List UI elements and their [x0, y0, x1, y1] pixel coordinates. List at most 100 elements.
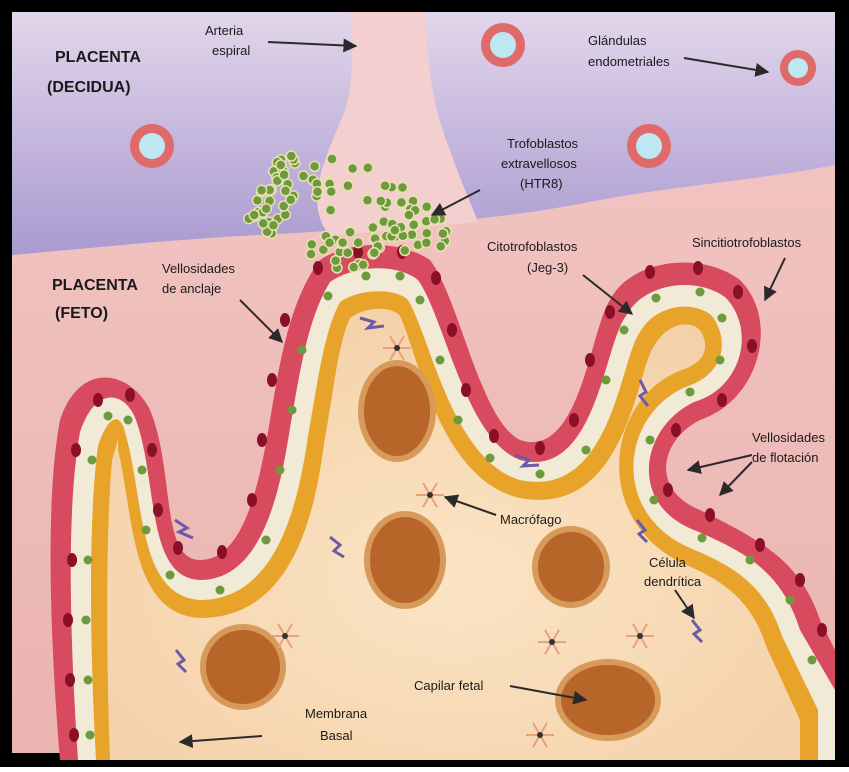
region-decidua-line1: PLACENTA	[55, 49, 141, 66]
cytotrophoblast-cell	[650, 496, 659, 505]
fetal-capillary	[367, 514, 443, 606]
syncytium-nucleus	[569, 413, 579, 427]
syncytium-nucleus	[69, 728, 79, 742]
cytotrophoblast-cell	[416, 296, 425, 305]
region-feto-line1: PLACENTA	[52, 277, 138, 294]
trophoblast-cell	[358, 260, 368, 270]
syncytium-nucleus	[65, 673, 75, 687]
trophoblast-cell	[348, 164, 358, 174]
trophoblast-cell	[258, 218, 268, 228]
label-anclaje-1: Vellosidades	[162, 261, 235, 276]
syncytium-nucleus	[645, 265, 655, 279]
label-capilar: Capilar fetal	[414, 678, 483, 693]
label-flotacion-2: de flotación	[752, 450, 819, 465]
gland	[627, 124, 671, 168]
cytotrophoblast-cell	[808, 656, 817, 665]
trophoblast-cell	[326, 205, 336, 215]
label-dendritica-2: dendrítica	[644, 574, 702, 589]
trophoblast-cell	[353, 238, 363, 248]
trophoblast-cell	[396, 197, 406, 207]
syncytium-nucleus	[747, 339, 757, 353]
syncytium-nucleus	[671, 423, 681, 437]
syncytium-nucleus	[173, 541, 183, 555]
trophoblast-cell	[422, 202, 432, 212]
cytotrophoblast-cell	[166, 571, 175, 580]
trophoblast-cell	[390, 225, 400, 235]
cytotrophoblast-cell	[716, 356, 725, 365]
syncytium-nucleus	[257, 433, 267, 447]
cytotrophoblast-cell	[84, 556, 93, 565]
trophoblast-cell	[338, 238, 348, 248]
label-arteria-1: Arteria	[205, 23, 244, 38]
fetal-capillary	[203, 627, 283, 707]
syncytium-nucleus	[217, 545, 227, 559]
label-citotrofoblastos-1: Citotrofoblastos	[487, 239, 578, 254]
syncytium-nucleus	[431, 271, 441, 285]
syncytium-nucleus	[153, 503, 163, 517]
trophoblast-cell	[363, 163, 373, 173]
trophoblast-cell	[310, 161, 320, 171]
cytotrophoblast-cell	[786, 596, 795, 605]
syncytium-nucleus	[67, 553, 77, 567]
trophoblast-cell	[369, 248, 379, 258]
syncytium-nucleus	[605, 305, 615, 319]
syncytium-nucleus	[705, 508, 715, 522]
label-citotrofoblastos-2: (Jeg-3)	[527, 260, 568, 275]
cytotrophoblast-cell	[124, 416, 133, 425]
gland	[481, 23, 525, 67]
cytotrophoblast-cell	[142, 526, 151, 535]
label-glandulas-2: endometriales	[588, 54, 670, 69]
cytotrophoblast-cell	[324, 292, 333, 301]
trophoblast-cell	[376, 196, 386, 206]
syncytium-nucleus	[93, 393, 103, 407]
cytotrophoblast-cell	[288, 406, 297, 415]
trophoblast-cell	[325, 238, 335, 248]
cytotrophoblast-cell	[686, 388, 695, 397]
trophoblast-cell	[331, 256, 341, 266]
trophoblast-cell	[345, 227, 355, 237]
trophoblast-cell	[313, 187, 323, 197]
trophoblast-cell	[438, 229, 448, 239]
syncytium-nucleus	[663, 483, 673, 497]
cytotrophoblast-cell	[536, 470, 545, 479]
cytotrophoblast-cell	[486, 454, 495, 463]
trophoblast-cell	[268, 220, 278, 230]
label-flotacion-1: Vellosidades	[752, 430, 825, 445]
cytotrophoblast-cell	[602, 376, 611, 385]
cytotrophoblast-cell	[82, 616, 91, 625]
syncytium-nucleus	[147, 443, 157, 457]
syncytium-nucleus	[585, 353, 595, 367]
trophoblast-cell	[261, 204, 271, 214]
cytotrophoblast-cell	[104, 412, 113, 421]
cytotrophoblast-cell	[646, 436, 655, 445]
trophoblast-cell	[286, 195, 296, 205]
trophoblast-cell	[363, 195, 373, 205]
trophoblast-cell	[430, 214, 440, 224]
trophoblast-cell	[343, 248, 353, 258]
cytotrophoblast-cell	[88, 456, 97, 465]
label-sincitiotrofoblastos: Sincitiotrofoblastos	[692, 235, 802, 250]
trophoblast-cell	[422, 228, 432, 238]
syncytium-nucleus	[267, 373, 277, 387]
trophoblast-cell	[286, 151, 296, 161]
syncytium-nucleus	[247, 493, 257, 507]
syncytium-nucleus	[447, 323, 457, 337]
syncytium-nucleus	[733, 285, 743, 299]
cytotrophoblast-cell	[698, 534, 707, 543]
trophoblast-cell	[299, 171, 309, 181]
label-membrana-2: Basal	[320, 728, 353, 743]
trophoblast-cell	[327, 154, 337, 164]
cytotrophoblast-cell	[86, 731, 95, 740]
trophoblast-cell	[380, 181, 390, 191]
region-decidua-line2: (DECIDUA)	[47, 79, 131, 96]
trophoblast-cell	[400, 246, 410, 256]
trophoblast-cell	[276, 160, 286, 170]
label-trofoblastos-1: Trofoblastos	[507, 136, 579, 151]
cytotrophoblast-cell	[436, 356, 445, 365]
syncytium-nucleus	[461, 383, 471, 397]
region-feto-line2: (FETO)	[55, 305, 108, 322]
cytotrophoblast-cell	[746, 556, 755, 565]
trophoblast-cell	[398, 183, 408, 193]
trophoblast-cell	[343, 181, 353, 191]
